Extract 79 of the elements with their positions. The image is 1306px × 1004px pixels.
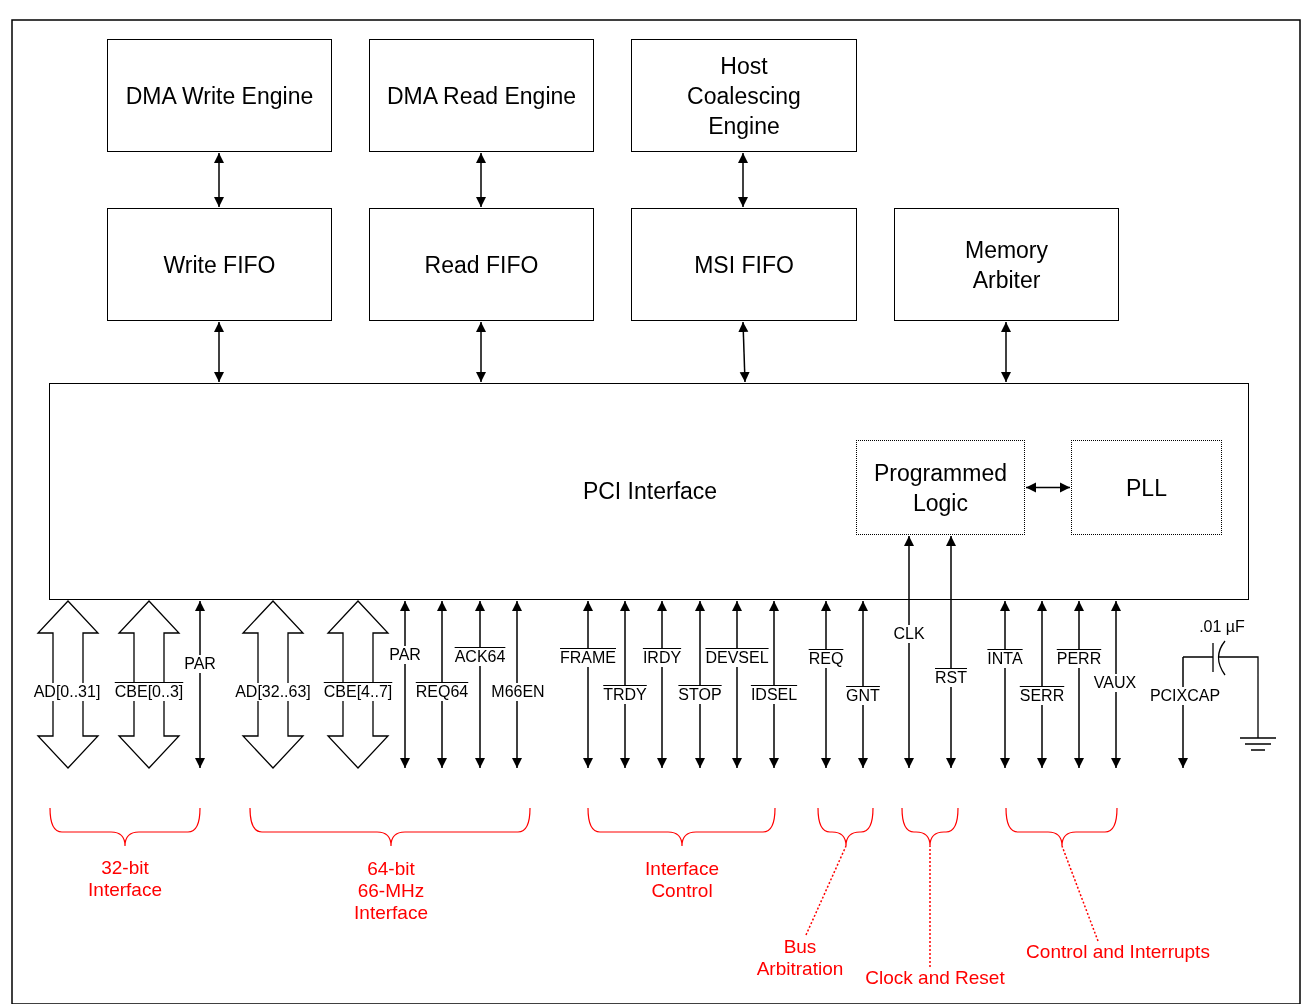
signal-label: IDSEL <box>749 686 799 704</box>
arrow <box>657 600 667 769</box>
leader-line <box>1061 845 1099 942</box>
group-label: 64-bit 66-MHz Interface <box>353 858 429 924</box>
interface-block <box>49 383 1249 600</box>
arrow <box>946 535 956 769</box>
arrow <box>437 600 447 769</box>
signal-label: IRDY <box>641 649 683 667</box>
bracket <box>817 807 874 847</box>
arrow <box>858 600 868 769</box>
block-box: Write FIFO <box>107 208 332 321</box>
arrow <box>738 321 750 383</box>
signal-label: AD[0..31] <box>32 683 102 701</box>
signal-label: CLK <box>892 625 926 643</box>
group-label: 32-bit Interface <box>87 857 163 901</box>
leader-line <box>805 845 847 936</box>
signal-label: FRAME <box>559 649 617 667</box>
arrow <box>583 600 593 769</box>
signal-label: STOP <box>677 686 723 704</box>
arrow <box>732 600 742 769</box>
arrow <box>512 600 522 769</box>
arrow <box>1000 600 1010 769</box>
signal-label: VAUX <box>1092 674 1138 692</box>
signal-label: REQ <box>807 650 845 668</box>
block-box: Read FIFO <box>369 208 594 321</box>
block-box: MSI FIFO <box>631 208 857 321</box>
signal-label: ACK64 <box>453 648 507 666</box>
block-box: DMA Read Engine <box>369 39 594 152</box>
arrow <box>214 321 224 383</box>
block-box: PLL <box>1071 440 1222 535</box>
signal-label: REQ64 <box>414 683 470 701</box>
bus-arrow <box>117 600 181 769</box>
arrow <box>821 600 831 769</box>
arrow <box>1074 600 1084 769</box>
value-label: .01 µF <box>1198 618 1246 636</box>
signal-label: PAR <box>388 646 422 664</box>
signal-label: SERR <box>1018 687 1066 705</box>
signal-label: DEVSEL <box>704 649 770 667</box>
bus-arrow <box>241 600 305 769</box>
block-box: Host Coalescing Engine <box>631 39 857 152</box>
arrow <box>1025 482 1071 493</box>
arrow <box>476 321 486 383</box>
signal-label: PERR <box>1055 650 1103 668</box>
signal-label: TRDY <box>602 686 648 704</box>
block-box: Memory Arbiter <box>894 208 1119 321</box>
group-label: Control and Interrupts <box>1010 940 1226 964</box>
arrow <box>738 152 748 208</box>
bus-arrow <box>326 600 390 769</box>
arrow <box>400 600 410 769</box>
arrow <box>904 535 914 769</box>
arrow <box>195 600 205 769</box>
group-label: Clock and Reset <box>855 966 1015 990</box>
signal-label: AD[32..63] <box>234 683 312 701</box>
signal-label: M66EN <box>490 683 546 701</box>
signal-label: PCIXCAP <box>1148 687 1222 705</box>
arrow <box>620 600 630 769</box>
signal-label: GNT <box>845 687 881 705</box>
signal-label: PAR <box>183 655 217 673</box>
block-title: PCI Interface <box>582 477 718 506</box>
bracket <box>1005 807 1118 847</box>
arrow <box>214 152 224 208</box>
block-box: Programmed Logic <box>856 440 1025 535</box>
group-label: Interface Control <box>644 858 720 902</box>
arrow <box>476 152 486 208</box>
block-box: DMA Write Engine <box>107 39 332 152</box>
leader-line <box>929 845 931 968</box>
signal-label: INTA <box>986 650 1024 668</box>
arrow <box>769 600 779 769</box>
arrow <box>1001 321 1011 383</box>
bracket <box>901 807 959 847</box>
signal-label: CBE[0..3] <box>113 683 185 701</box>
bus-arrow <box>36 600 100 769</box>
arrow <box>1037 600 1047 769</box>
arrow <box>695 600 705 769</box>
signal-label: RST <box>934 669 968 687</box>
arrow <box>1111 600 1121 769</box>
arrow <box>475 600 485 769</box>
group-label: Bus Arbitration <box>745 934 855 982</box>
signal-label: CBE[4..7] <box>322 683 394 701</box>
